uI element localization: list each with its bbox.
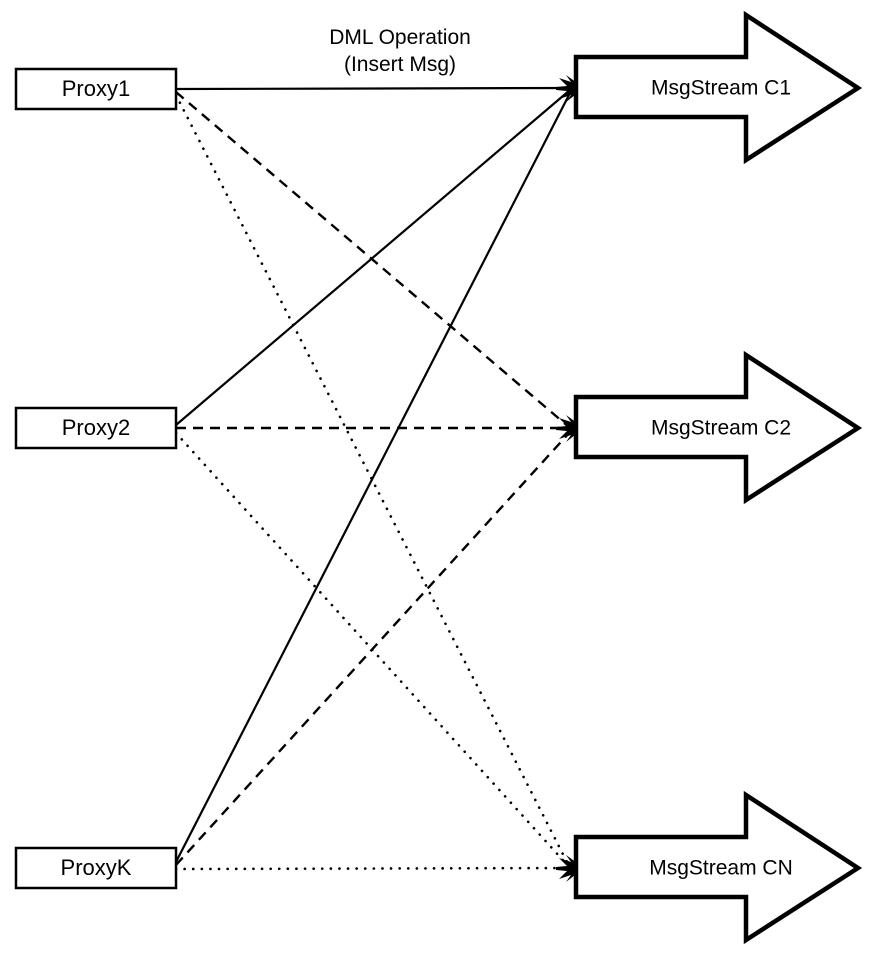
edge-proxy2-to-cn (174, 431, 572, 870)
edges-layer (174, 86, 572, 871)
stream-label: MsgStream CN (649, 857, 793, 880)
arrowhead-c2 (556, 415, 584, 442)
proxy-node-proxy2[interactable]: Proxy2 (14, 406, 178, 450)
stream-node-msgstream-c1[interactable]: MsgStream C1 (573, 10, 863, 165)
annotations-layer: DML Operation (Insert Msg) (329, 26, 471, 76)
stream-node-msgstream-cn[interactable]: MsgStream CN (573, 790, 863, 945)
edge-proxy2-to-c1 (175, 89, 571, 426)
proxy-node-proxyk[interactable]: ProxyK (14, 846, 178, 890)
arrowhead-cn (556, 855, 584, 882)
proxy-box-outline (14, 846, 178, 890)
stream-arrow-outline (573, 350, 863, 505)
proxy-label: ProxyK (61, 855, 132, 880)
proxy-box-outline (14, 67, 178, 111)
proxy-box-outline (14, 406, 178, 450)
stream-label: MsgStream C1 (651, 77, 791, 100)
edge-proxyk-to-c2 (175, 431, 571, 866)
edge-proxy1-to-cn (174, 93, 572, 870)
annotation-dml-operation: DML Operation (Insert Msg) (329, 26, 471, 76)
stream-arrow-outline (573, 790, 863, 945)
edge-proxyk-to-cn (174, 866, 572, 871)
stream-node-msgstream-c2[interactable]: MsgStream C2 (573, 350, 863, 505)
stream-label: MsgStream C2 (651, 417, 791, 440)
proxy-label: Proxy1 (62, 76, 130, 101)
arrowhead-c1 (556, 75, 584, 102)
annotation-line-1: DML Operation (329, 26, 471, 49)
stream-arrow-outline (573, 10, 863, 165)
stream-nodes-layer: MsgStream C1 MsgStream C2 MsgStream CN (573, 10, 863, 945)
edge-proxy1-to-c1 (175, 86, 571, 91)
proxy-node-proxy1[interactable]: Proxy1 (14, 67, 178, 111)
edge-proxyk-to-c1 (175, 92, 571, 863)
proxy-label: Proxy2 (62, 415, 130, 440)
arrowheads-layer (556, 75, 584, 882)
edge-proxy1-to-c2 (175, 91, 571, 429)
annotation-line-2: (Insert Msg) (344, 53, 456, 76)
